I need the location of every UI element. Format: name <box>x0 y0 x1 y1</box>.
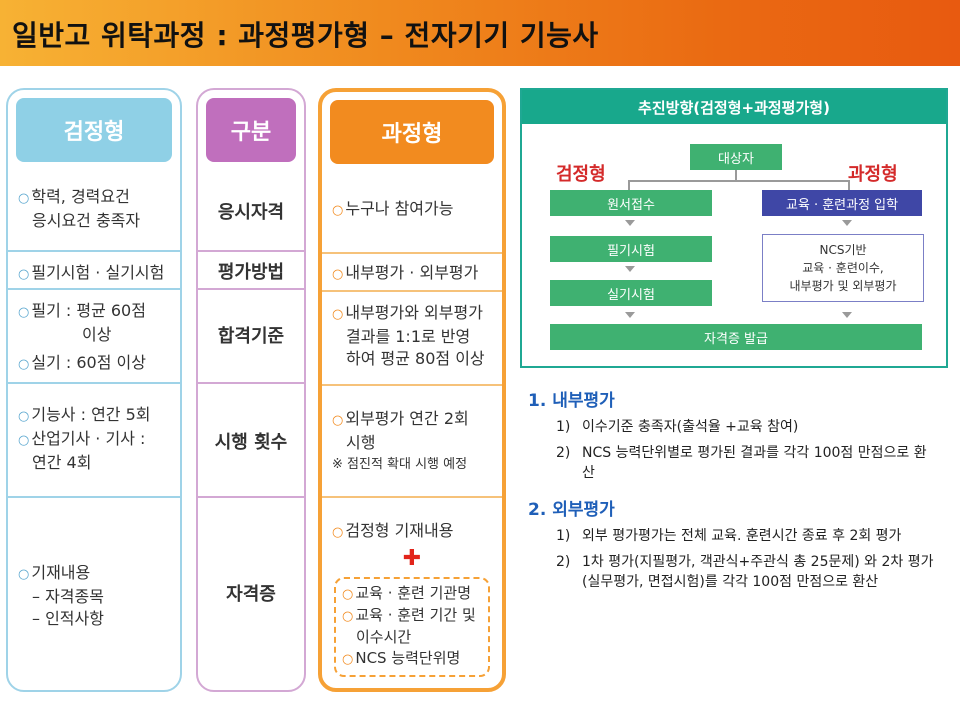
list-item: 2)1차 평가(지필평가, 객관식+주관식 총 25문제) 와 2차 평가(실무… <box>556 554 934 590</box>
row-label-eligibility: 응시자격 <box>217 202 285 223</box>
heading-external-evaluation: 2. 외부평가 <box>528 500 615 520</box>
page-title: 일반고 위탁과정 : 과정평가형 – 전자기기 기능사 <box>12 19 599 52</box>
direction-flow-diagram: 추진방향(검정형+과정평가형) 대상자 검정형 과정형 원서접수 필기시험 실기… <box>520 88 948 368</box>
certificate-detail-box: ○교육 · 훈련 기관명 ○교육 · 훈련 기간 및 이수시간 ○NCS 능력단… <box>334 577 490 677</box>
list-item: 1)이수기준 충족자(출석율 +교육 참여) <box>556 419 799 435</box>
title-bar: 일반고 위탁과정 : 과정평가형 – 전자기기 기능사 <box>0 0 960 66</box>
plus-icon: ✚ <box>402 546 422 571</box>
column-category: 구분 응시자격 평가방법 합격기준 시행 횟수 자격증 <box>196 88 306 692</box>
exam-eligibility: ○학력, 경력요건 응시요건 충족자 <box>18 187 141 230</box>
row-label-pass-criteria: 합격기준 <box>217 326 285 347</box>
course-pass-criteria: ○내부평가와 외부평가 결과를 1:1로 반영 하여 평균 80점 이상 <box>332 303 485 368</box>
column-course-evaluation: 과정형 ○누구나 참여가능 ○내부평가 · 외부평가 ○내부평가와 외부평가 결… <box>318 88 506 692</box>
flow-target-box: 대상자 <box>690 144 782 170</box>
flow-step-certificate-issue: 자격증 발급 <box>550 324 922 350</box>
row-label-method: 평가방법 <box>217 262 285 283</box>
exam-pass-criteria: ○필기 : 평균 60점 이상 ○실기 : 60점 이상 <box>18 301 146 372</box>
flow-title: 추진방향(검정형+과정평가형) <box>522 90 946 124</box>
flow-step-course-entry: 교육 · 훈련과정 입학 <box>762 190 922 216</box>
course-certificate: ○검정형 기재내용 <box>332 521 454 540</box>
flow-step-written-test: 필기시험 <box>550 236 712 262</box>
column-certification-exam: 검정형 ○학력, 경력요건 응시요건 충족자 ○필기시험 · 실기시험 ○필기 … <box>6 88 182 692</box>
flow-step-practical-test: 실기시험 <box>550 280 712 306</box>
exam-certificate: ○기재내용 – 자격종목 – 인적사항 <box>18 563 104 628</box>
heading-internal-evaluation: 1. 내부평가 <box>528 391 615 411</box>
column-header-course: 과정형 <box>330 100 494 164</box>
flow-label-course: 과정형 <box>848 164 898 185</box>
list-item: 2)NCS 능력단위별로 평가된 결과를 각각 100점 만점으로 환산 <box>556 445 927 481</box>
list-item: 1)외부 평가평가는 전체 교육. 훈련시간 종료 후 2회 평가 <box>556 528 902 544</box>
flow-step-ncs-box: NCS기반 교육 · 훈련이수, 내부평가 및 외부평가 <box>762 234 924 302</box>
evaluation-notes: 1. 내부평가 1)이수기준 충족자(출석율 +교육 참여) 2)NCS 능력단… <box>526 386 936 592</box>
exam-method: ○필기시험 · 실기시험 <box>18 263 165 282</box>
column-header-category: 구분 <box>206 98 296 162</box>
exam-frequency: ○기능사 : 연간 5회 ○산업기사 · 기사 : 연간 4회 <box>18 405 151 472</box>
row-label-certificate: 자격증 <box>226 584 276 605</box>
course-method: ○내부평가 · 외부평가 <box>332 263 479 282</box>
flow-step-apply: 원서접수 <box>550 190 712 216</box>
column-header-exam: 검정형 <box>16 98 172 162</box>
course-eligibility: ○누구나 참여가능 <box>332 199 454 218</box>
course-frequency: ○외부평가 연간 2회 시행 ※ 점진적 확대 시행 예정 <box>332 409 469 472</box>
row-label-frequency: 시행 횟수 <box>214 432 288 453</box>
flow-label-exam: 검정형 <box>556 164 606 185</box>
